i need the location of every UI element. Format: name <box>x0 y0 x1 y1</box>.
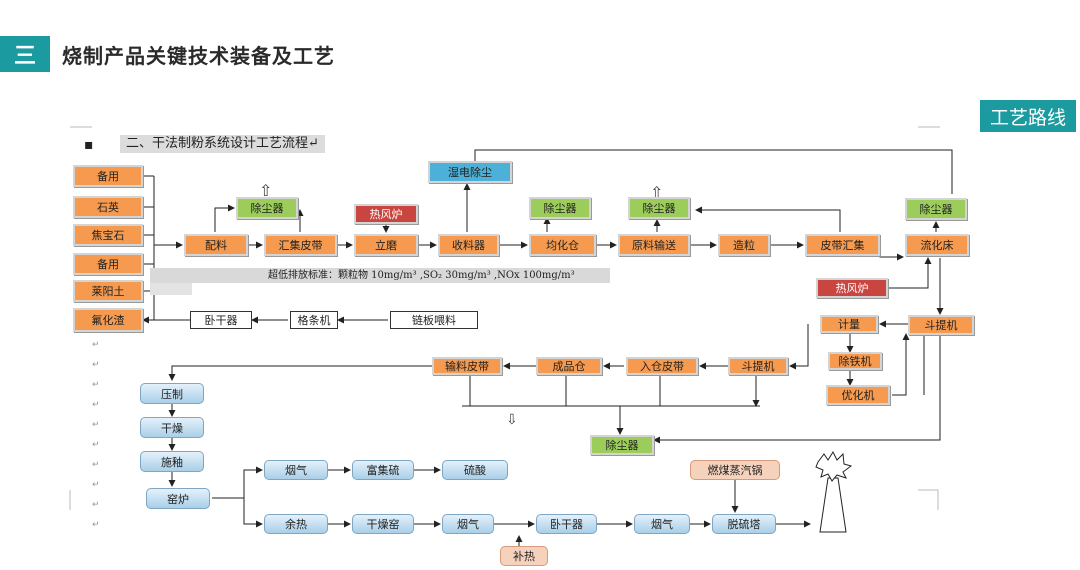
node-bure: 补热 <box>500 546 548 566</box>
node-shaitiaoji: 格条机 <box>290 311 338 329</box>
node-doutiji-1: 斗提机 <box>908 315 974 335</box>
node-zaoli: 造粒 <box>718 234 770 256</box>
node-yazhi: 压制 <box>140 383 204 404</box>
margin-mark: ↵ <box>92 520 100 530</box>
node-ganzaoyao: 干燥窑 <box>352 514 414 534</box>
node-beiyong-1: 备用 <box>73 165 143 187</box>
emission-highlight-tail <box>150 283 192 295</box>
margin-mark: ↵ <box>92 360 100 370</box>
node-youhuaji: 优化机 <box>826 385 890 405</box>
node-chuchen-3: 除尘器 <box>628 197 690 219</box>
margin-mark: ↵ <box>92 400 100 410</box>
exhaust-up-arrow-1: ⇧ <box>259 181 272 200</box>
node-woganqi-2: 卧干器 <box>536 514 597 534</box>
node-doutiji-2: 斗提机 <box>728 357 788 375</box>
node-woganqi: 卧干器 <box>190 311 252 329</box>
node-laiyangtu: 莱阳土 <box>73 280 143 302</box>
node-chengpin: 成品仓 <box>536 357 602 375</box>
node-ganzao: 干燥 <box>140 417 204 438</box>
node-junhuacang: 均化仓 <box>529 234 596 256</box>
node-huiji: 汇集皮带 <box>264 234 337 256</box>
margin-mark: ↵ <box>92 460 100 470</box>
node-refeng-2: 热风炉 <box>816 278 888 298</box>
node-shouliao: 收料器 <box>438 234 499 256</box>
node-ranmei: 燃煤蒸汽锅 <box>690 460 780 480</box>
node-yanqi-1: 烟气 <box>264 460 328 480</box>
node-yanqi-3: 烟气 <box>634 514 690 534</box>
node-chuchen-1: 除尘器 <box>236 197 298 219</box>
doc-heading: 二、干法制粉系统设计工艺流程↵ <box>120 135 325 153</box>
node-jiliang: 计量 <box>820 315 878 333</box>
margin-mark: ↵ <box>92 500 100 510</box>
node-refeng-1: 热风炉 <box>354 204 418 224</box>
margin-mark: ↵ <box>92 440 100 450</box>
node-rucang: 入仓皮带 <box>626 357 698 375</box>
node-peiliao: 配料 <box>184 234 248 256</box>
node-fuhuazha: 氟化渣 <box>73 308 143 332</box>
node-yanqi-2: 烟气 <box>442 514 494 534</box>
node-tuoliuta: 脱硫塔 <box>712 514 776 534</box>
node-yure: 余热 <box>264 514 328 534</box>
node-fujiliu: 富集硫 <box>352 460 414 480</box>
node-shuliao: 输料皮带 <box>432 357 502 375</box>
node-liuhuachuang: 流化床 <box>905 234 969 256</box>
node-liaobanwei: 链板喂料 <box>390 311 478 329</box>
node-beiyong-2: 备用 <box>73 253 143 275</box>
page-title: 烧制产品关键技术装备及工艺 <box>62 44 335 68</box>
node-yaolu: 窑炉 <box>146 488 210 509</box>
margin-mark: ↵ <box>92 380 100 390</box>
section-number-badge: 三 <box>0 36 50 72</box>
node-jiaobaoshi: 焦宝石 <box>73 224 143 246</box>
node-limo: 立磨 <box>354 234 418 256</box>
node-yuanliao: 原料输送 <box>618 234 690 256</box>
node-shiying: 石英 <box>73 196 143 218</box>
node-chuchen-4: 除尘器 <box>905 198 967 220</box>
node-liusuan: 硫酸 <box>442 460 508 480</box>
margin-mark: ↵ <box>92 480 100 490</box>
section-tag: 工艺路线 <box>980 100 1076 132</box>
node-shiyou: 施釉 <box>140 451 204 472</box>
margin-mark: ↵ <box>92 420 100 430</box>
node-chuchen-5: 除尘器 <box>590 435 654 455</box>
margin-mark: ↵ <box>92 340 100 350</box>
down-arrow: ⇩ <box>506 412 518 428</box>
node-chuchen-2: 除尘器 <box>529 197 591 219</box>
doc-bullet: ▪ <box>84 137 94 153</box>
node-pidaihuiji: 皮带汇集 <box>805 234 880 256</box>
emission-standard: 超低排放标准：颗粒物 10mg/m³ ,SO₂ 30mg/m³ ,NOx 100… <box>150 268 610 283</box>
node-chutieji: 除铁机 <box>828 352 882 370</box>
node-shidian: 湿电除尘 <box>428 161 512 183</box>
